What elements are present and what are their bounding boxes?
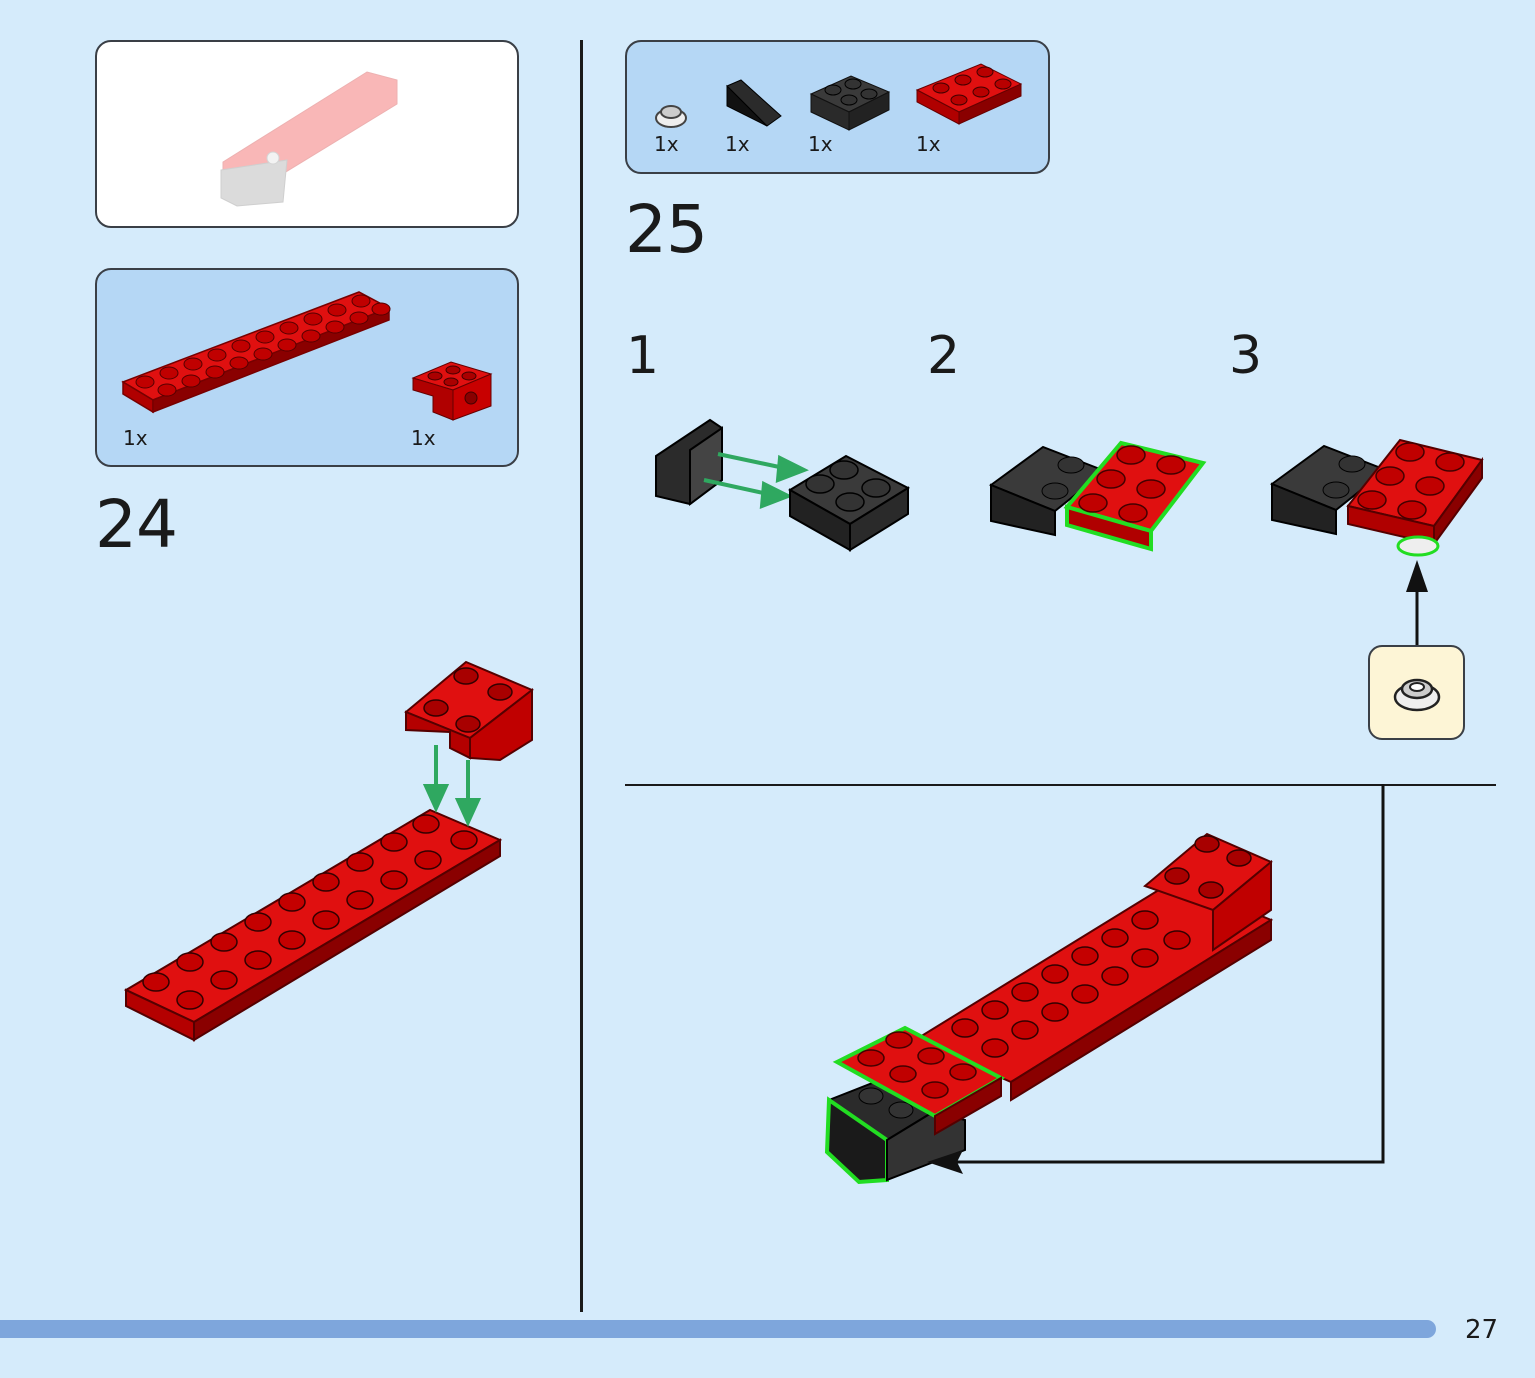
step-number: 25: [625, 191, 708, 268]
white-round-tile-icon: [1393, 678, 1441, 712]
red-2x3-plate-icon: [915, 63, 1023, 125]
substep2-illustration: [988, 440, 1207, 552]
step24-parts-box: 1x 1x: [95, 268, 519, 467]
progress-bar: [0, 1320, 1436, 1338]
part-quantity: 1x: [123, 426, 148, 450]
step25-parts-box: 1x 1x 1x 1x: [625, 40, 1050, 174]
section-divider: [625, 784, 1496, 786]
part-quantity: 1x: [654, 132, 679, 156]
current-model-preview-box: [95, 40, 519, 228]
page-number: 27: [1465, 1315, 1499, 1345]
part-quantity: 1x: [411, 426, 436, 450]
red-2x10-plate-icon: [121, 291, 391, 414]
part-quantity: 1x: [725, 132, 750, 156]
black-slope-icon: [726, 79, 782, 127]
substep1-illustration: [655, 418, 911, 552]
step25-final-assembly-illustration: [824, 784, 1385, 1185]
substep-number: 2: [927, 326, 961, 386]
ghost-model-illustration: [220, 71, 398, 207]
part-quantity: 1x: [916, 132, 941, 156]
substep-number: 3: [1229, 326, 1263, 386]
step-number: 24: [95, 486, 178, 563]
column-divider: [580, 40, 583, 1312]
substep3-illustration: [1269, 438, 1484, 557]
part-quantity: 1x: [808, 132, 833, 156]
white-round-tile-icon: [655, 105, 687, 128]
red-brick-with-hole-icon: [411, 361, 493, 421]
step24-assembly-illustration: [123, 660, 534, 1042]
black-bracket-plate-icon: [809, 75, 891, 131]
substep-number: 1: [626, 326, 660, 386]
black-arrow-icon: [1406, 560, 1428, 646]
sub-assembly-callout: [1368, 645, 1465, 740]
